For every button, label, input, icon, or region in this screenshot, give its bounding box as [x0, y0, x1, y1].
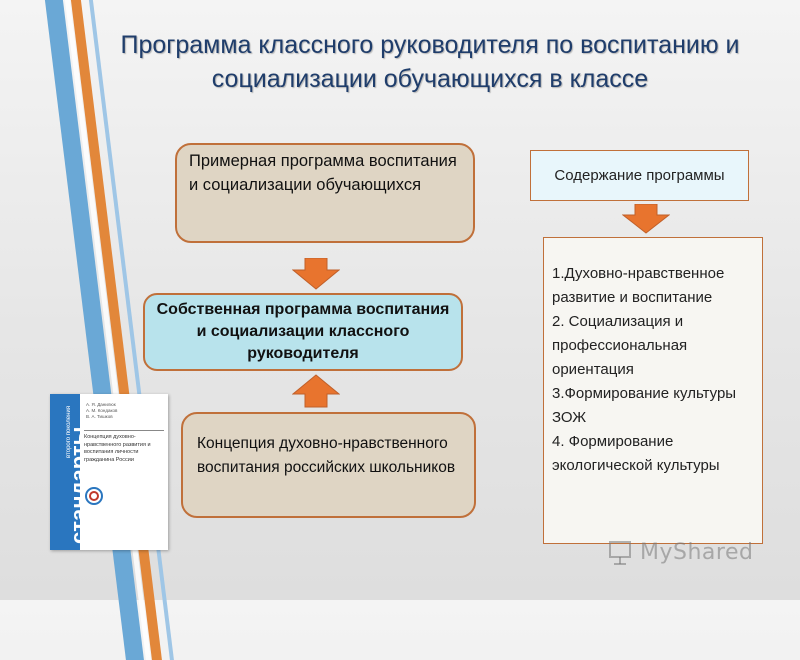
content-item: 4. Формирование экологической культуры — [552, 433, 720, 474]
arrow-down-icon — [292, 258, 340, 290]
standards-logo-icon — [85, 487, 103, 505]
arrow-up-icon — [292, 374, 340, 408]
slide-title: Программа классного руководителя по восп… — [120, 31, 740, 93]
content-title-box: Содержание программы — [530, 150, 749, 201]
arrow-down-icon — [622, 204, 670, 234]
book-spine: стандарты — [50, 394, 91, 550]
content-list-box: 1.Духовно-нравственное развитие и воспит… — [543, 237, 763, 544]
concept-box: Концепция духовно-нравственного воспитан… — [181, 412, 476, 518]
book-authors: А. Я. Данилюк А. М. Кондаков В. А. Тишко… — [86, 402, 118, 419]
content-item: 2. Социализация и профессиональная ориен… — [552, 313, 688, 378]
book-title: Концепция духовно-нравственного развития… — [84, 430, 164, 482]
book-spine-sub: второго поколения — [66, 405, 72, 458]
watermark-text: MyShared — [640, 540, 754, 565]
watermark-icon — [609, 541, 631, 565]
content-item: 1.Духовно-нравственное развитие и воспит… — [552, 265, 725, 306]
example-program-box: Примерная программа воспитания и социали… — [175, 143, 475, 243]
book-cover-image: стандарты второго поколения А. Я. Данилю… — [50, 394, 168, 550]
content-item: 3.Формирование культуры ЗОЖ — [552, 385, 737, 426]
own-program-box: Собственная программа воспитания и социа… — [143, 293, 463, 371]
